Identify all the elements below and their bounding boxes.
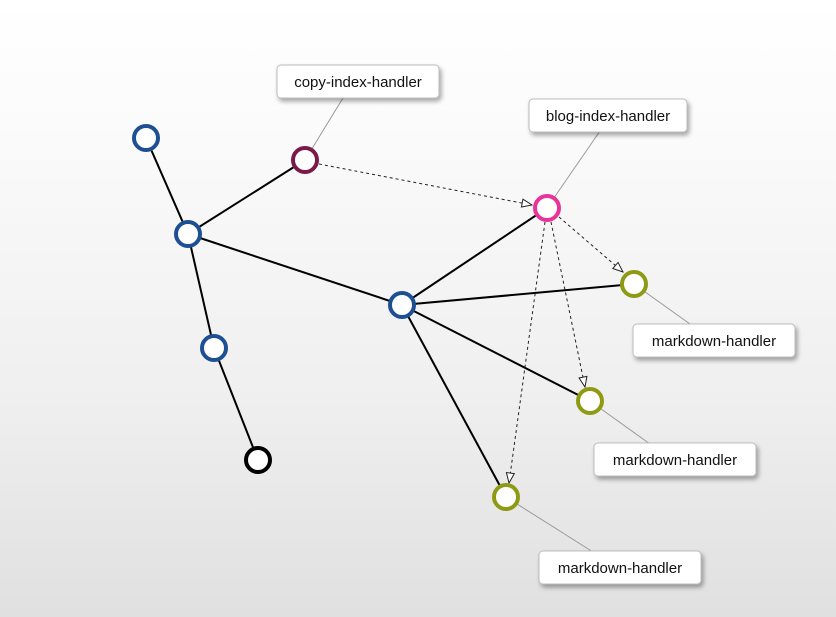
leader-lines (304, 97, 691, 553)
label-text: copy-index-handler (294, 74, 422, 91)
node-markdown-handler-1 (620, 270, 648, 298)
edge-hub-to-lower (187, 233, 215, 349)
arrow-blog-index-to-markdown-1 (558, 216, 623, 272)
label-box (528, 98, 688, 133)
label-text: markdown-handler (652, 333, 776, 350)
node-center (388, 291, 416, 319)
label-markdown-handler-3: markdown-handler (538, 550, 702, 585)
arrow-blog-index-to-markdown-2 (550, 221, 585, 387)
label-text: markdown-handler (613, 452, 737, 469)
node-terminal (244, 446, 272, 474)
edge-center-to-markdown-1 (401, 283, 635, 306)
leader-blog-index (546, 130, 601, 209)
edge-center-to-markdown-3 (401, 304, 507, 498)
node-markdown-handler-2 (576, 387, 604, 415)
label-box (593, 442, 757, 477)
node-hub (174, 220, 202, 248)
edge-lower-to-terminal (213, 347, 259, 461)
leader-markdown-3 (505, 496, 594, 553)
node-root (132, 124, 160, 152)
node-lower (200, 334, 228, 362)
edge-center-to-markdown-2 (401, 304, 591, 402)
arrow-copy-index-to-blog-index (318, 163, 532, 205)
edge-center-to-blog-index (401, 207, 548, 306)
nodes (132, 124, 648, 511)
arrow-blog-index-to-markdown-3 (509, 221, 546, 483)
edge-hub-to-center (187, 233, 403, 306)
node-blog-index-handler (533, 194, 561, 222)
label-text: markdown-handler (558, 560, 682, 577)
label-box (276, 64, 440, 99)
solid-edges (145, 137, 635, 498)
node-markdown-handler-3 (492, 483, 520, 511)
edge-hub-to-copy-index (187, 159, 306, 235)
label-markdown-handler-1: markdown-handler (632, 323, 796, 358)
label-blog-index-handler: blog-index-handler (528, 98, 688, 133)
label-box (632, 323, 796, 358)
label-box (538, 550, 702, 585)
edge-root-to-hub (145, 137, 189, 235)
label-text: blog-index-handler (546, 108, 670, 125)
dashed-arrows (318, 163, 623, 483)
label-copy-index-handler: copy-index-handler (276, 64, 440, 99)
node-copy-index-handler (291, 146, 319, 174)
label-markdown-handler-2: markdown-handler (593, 442, 757, 477)
